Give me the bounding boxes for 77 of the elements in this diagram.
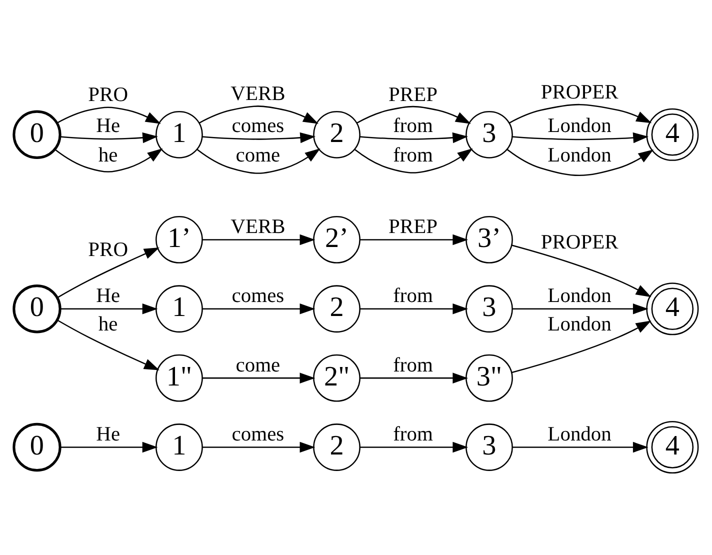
arrow (56, 106, 161, 124)
edge-label: He (96, 424, 120, 446)
arrow (202, 234, 316, 246)
edge-label: PREP (388, 216, 438, 238)
arrow (202, 372, 316, 384)
node-circle: 3 (466, 285, 513, 333)
edge-label: comes (232, 285, 284, 308)
arrow (198, 106, 319, 124)
arrow (512, 132, 649, 144)
edge-label: London (548, 144, 612, 166)
arrow (360, 132, 468, 144)
node-circle: 0 (12, 422, 62, 472)
edge-label: he (98, 313, 118, 336)
node-circle: 3 (466, 424, 513, 471)
edge-label: VERB (230, 216, 286, 238)
edge-label: from (393, 424, 433, 446)
node-circle: 3 (466, 110, 513, 158)
arrow (202, 132, 316, 144)
edge-label: he (98, 144, 118, 166)
arrow (360, 234, 468, 246)
edge-label: London (548, 313, 612, 336)
arrow (57, 320, 160, 370)
node-circle: 1 (156, 424, 203, 471)
edge-label: from (393, 354, 433, 376)
node-circle: 0 (12, 110, 62, 159)
edge-label: PROPER (540, 231, 618, 254)
node-circle: 2 (313, 110, 360, 158)
edge-label: PREP (388, 84, 438, 106)
edge-label: PRO (88, 84, 128, 106)
edge-label: comes (232, 424, 284, 446)
arrow (60, 304, 158, 314)
arrow (356, 106, 471, 124)
node-circle: 3" (466, 354, 513, 402)
arrow (360, 442, 468, 453)
node-circle: 0 (12, 284, 62, 334)
edge-label: He (96, 114, 120, 137)
node-circle: 4 (646, 108, 699, 161)
node-circle: 1 (156, 285, 203, 333)
arrow (60, 132, 158, 144)
edge-label: London (548, 285, 612, 308)
arrow (360, 372, 468, 384)
node-circle: 2 (313, 424, 360, 471)
arrow (512, 320, 652, 374)
arrow (202, 442, 316, 453)
node-circle: 4 (646, 282, 699, 336)
arrow (508, 104, 652, 124)
edge-label: PROPER (540, 82, 618, 104)
edge-label: come (236, 144, 280, 166)
node-circle: 1’ (156, 216, 203, 264)
node-circle: 2" (313, 354, 360, 402)
edge-label: London (548, 424, 612, 446)
arrow (354, 148, 473, 174)
edge-label: London (548, 114, 612, 137)
arrow (512, 442, 648, 453)
node-circle: 2’ (313, 216, 360, 264)
edge-label: PRO (88, 239, 128, 262)
arrow (506, 148, 654, 176)
edge-label: from (393, 285, 433, 308)
arrow (57, 248, 160, 298)
arrow (512, 244, 652, 298)
edge-label: He (96, 285, 120, 308)
edge-label: from (393, 114, 433, 137)
arrow (196, 148, 320, 174)
arrow (54, 148, 163, 172)
node-circle: 1" (156, 354, 203, 402)
node-circle: 4 (646, 421, 699, 474)
arrow (60, 442, 158, 453)
arrow (512, 304, 648, 314)
arrow (360, 304, 468, 314)
edge-label: come (236, 354, 280, 376)
edge-label: comes (232, 114, 284, 137)
arrow (202, 304, 316, 314)
edge-label: VERB (230, 82, 286, 105)
edge-label: from (393, 144, 433, 166)
node-circle: 2 (313, 285, 360, 333)
node-circle: 3’ (466, 216, 513, 264)
node-circle: 1 (156, 110, 203, 158)
